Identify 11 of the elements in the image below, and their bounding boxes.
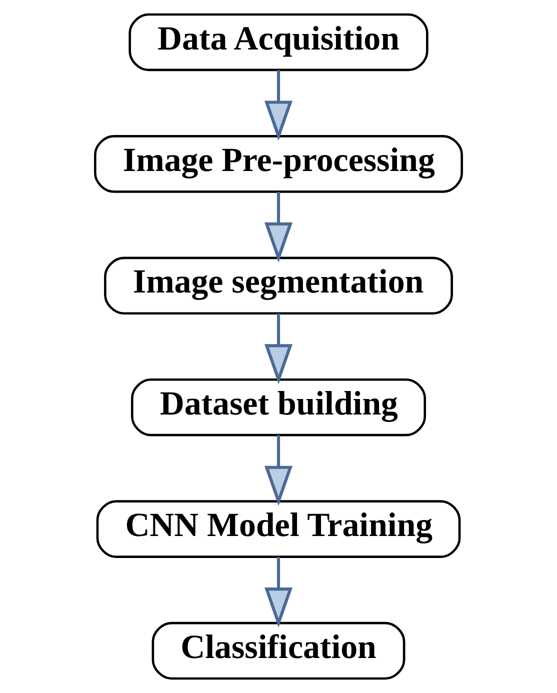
arrow: [264, 556, 293, 628]
arrow: [264, 192, 293, 263]
arrow: [264, 314, 293, 384]
node-box: CNN Model Training: [96, 500, 461, 558]
node-box: Image segmentation: [104, 256, 453, 315]
arrow: [264, 70, 293, 141]
node-box: Classification: [152, 622, 406, 680]
node-box: Data Acquisition: [128, 13, 428, 72]
node-box: Dataset building: [130, 378, 426, 436]
node-box: Image Pre-processing: [94, 135, 463, 193]
arrow: [264, 435, 293, 506]
